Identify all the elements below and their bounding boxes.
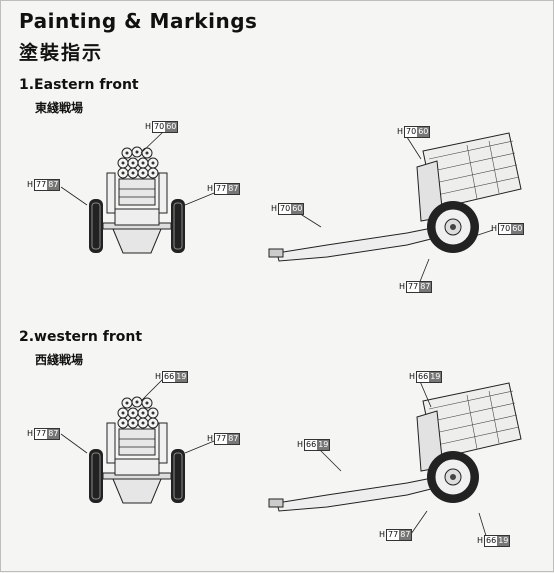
section-1-title: 1.Eastern front bbox=[19, 77, 139, 93]
section-1-front-view bbox=[88, 146, 186, 254]
section-1-leader-lines bbox=[60, 131, 494, 285]
section-2-title: 2.western front bbox=[19, 329, 143, 345]
section-2-front-view bbox=[88, 396, 186, 504]
section-1-subtitle: 東綫戦場 bbox=[35, 101, 84, 115]
page-title: Painting & Markings bbox=[19, 9, 258, 33]
section-2-leader-lines bbox=[60, 376, 488, 540]
section-2-subtitle: 西綫戦場 bbox=[35, 353, 84, 367]
section-1-side-view bbox=[268, 132, 522, 262]
page-subtitle: 塗裝指示 bbox=[19, 42, 104, 64]
